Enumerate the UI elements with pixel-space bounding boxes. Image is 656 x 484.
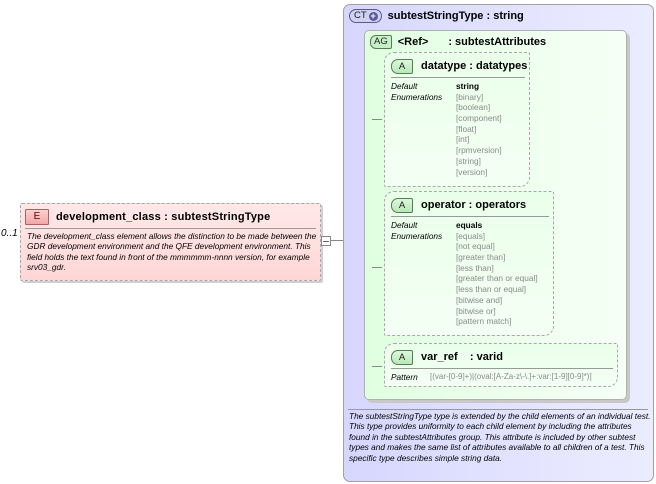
enum-item: [version] [456,166,488,177]
pattern-value: [(var-[0-9]+)|(oval:[A-Za-z\-\.]+:var:[1… [430,372,592,381]
enum-item: [int] [456,134,470,145]
divider [391,77,525,78]
attribute-group-ref: <Ref> [397,36,429,48]
connector-line [330,240,343,241]
occurrence-label: 0..1 [1,228,18,239]
attribute-box-datatype[interactable]: A datatype : datatypes Default Enumerati… [384,52,530,187]
enum-item: [string] [456,155,481,166]
divider [25,228,316,229]
attribute-title: operator : operators [421,199,527,211]
complex-type-documentation: The subtestStringType type is extended b… [349,411,651,463]
element-box-development-class[interactable]: E development_class : subtestStringType … [20,203,321,281]
divider [391,368,613,369]
enum-item: [equals] [456,230,486,241]
default-value: string [456,81,480,91]
enum-item: [bitwise and] [456,294,503,305]
complex-type-badge-label: CT [354,10,367,21]
complex-type-badge: CT + [349,9,382,23]
enum-item: [rpmversion] [456,145,502,156]
pattern-label: Pattern [391,372,418,382]
attribute-group-badge: AG [370,35,392,49]
attribute-badge: A [391,58,413,74]
connector-line [372,119,382,120]
attribute-title: datatype : datatypes [421,60,528,72]
enum-item: [boolean] [456,102,491,113]
element-badge: E [25,209,49,225]
divider [348,409,648,410]
minus-box-icon[interactable] [321,236,331,246]
enum-item: [float] [456,123,477,134]
plus-circle-icon[interactable]: + [368,10,378,21]
enum-item: [greater than or equal] [456,273,538,284]
enum-item: [less than] [456,262,494,273]
enum-item: [binary] [456,91,484,102]
enum-item: [pattern match] [456,316,512,327]
attribute-group-type: : subtestAttributes [448,36,547,48]
enumeration-list: [equals] [not equal] [greater than] [les… [456,231,538,327]
attribute-badge: A [391,349,413,365]
attribute-title: var_ref : varid [421,351,503,363]
attribute-box-operator[interactable]: A operator : operators Default Enumerati… [384,191,554,336]
element-documentation: The development_class element allows the… [27,231,317,273]
default-value: equals [456,220,483,230]
default-label: Default [391,81,418,91]
complex-type-title: subtestStringType : string [387,10,524,22]
connector-line [372,267,382,268]
enum-item: [less than or equal] [456,284,527,295]
default-label: Default [391,220,418,230]
enumeration-list: [binary] [boolean] [component] [float] [… [456,92,502,178]
enum-item: [greater than] [456,252,506,262]
attribute-box-var-ref[interactable]: A var_ref : varid Pattern [(var-[0-9]+)|… [384,343,618,387]
enum-item: [component] [456,113,502,123]
attribute-badge: A [391,197,413,213]
enumerations-label: Enumerations [391,91,443,102]
enum-item: [not equal] [456,241,495,252]
connector-line [372,366,382,367]
enumerations-label: Enumerations [391,230,443,241]
divider [391,216,549,217]
element-title: development_class : subtestStringType [56,211,271,223]
enum-item: [bitwise or] [456,305,496,316]
